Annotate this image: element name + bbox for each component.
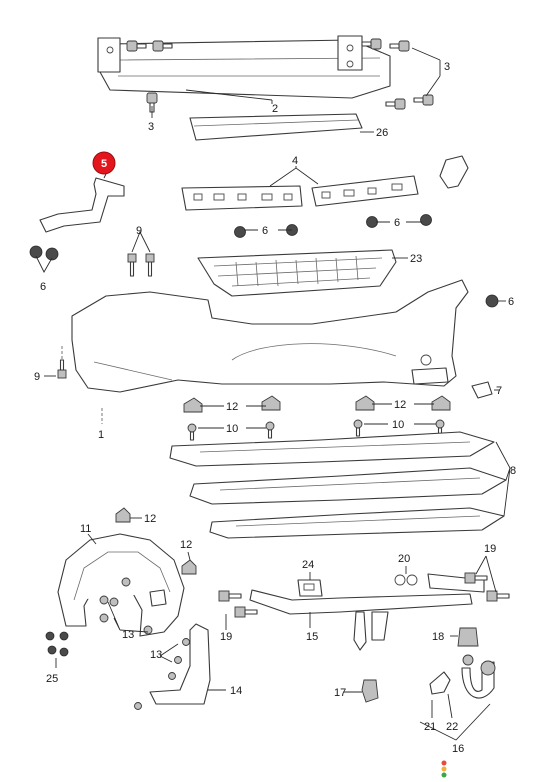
part-16-towball[interactable] bbox=[429, 654, 496, 699]
callout-7: 7 bbox=[496, 385, 502, 397]
part-23-plate[interactable] bbox=[197, 249, 397, 297]
callout-10-right: 10 bbox=[392, 419, 404, 431]
callout-19-left: 19 bbox=[220, 631, 232, 643]
part-2-impact-bar[interactable] bbox=[97, 35, 391, 99]
part-20-rings[interactable] bbox=[394, 574, 418, 586]
part-18-cap[interactable] bbox=[457, 627, 479, 647]
callout-13-liner: 13 bbox=[122, 629, 134, 641]
callout-15: 15 bbox=[306, 631, 318, 643]
callout-6-guide-right: 6 bbox=[394, 217, 400, 229]
part-1-bumper-cover[interactable] bbox=[71, 279, 469, 393]
bolt-group-3[interactable] bbox=[126, 38, 434, 113]
callout-12-left: 12 bbox=[226, 401, 238, 413]
callout-6-guide-left: 6 bbox=[262, 225, 268, 237]
status-light-green bbox=[441, 772, 447, 778]
fastener-group-25[interactable] bbox=[45, 631, 69, 657]
part-24-bracket[interactable] bbox=[297, 579, 323, 597]
part-7-cap[interactable] bbox=[471, 381, 493, 399]
callout-14: 14 bbox=[230, 685, 242, 697]
callout-22: 22 bbox=[446, 721, 458, 733]
callout-2: 2 bbox=[272, 103, 278, 115]
callout-4: 4 bbox=[292, 155, 298, 167]
part-8-trim-b[interactable] bbox=[189, 467, 507, 505]
callout-9-top: 9 bbox=[136, 225, 142, 237]
callout-21: 21 bbox=[424, 721, 436, 733]
callout-26: 26 bbox=[376, 127, 388, 139]
part-clip-top-right[interactable] bbox=[439, 155, 469, 189]
callout-19-right: 19 bbox=[484, 543, 496, 555]
stud-group-9[interactable] bbox=[57, 253, 155, 379]
part-4-guide-left[interactable] bbox=[181, 185, 303, 211]
highlight-badge-circle bbox=[92, 151, 116, 175]
callout-3-left: 3 bbox=[148, 121, 154, 133]
bolt-group-13-liner[interactable] bbox=[99, 577, 153, 635]
callout-1: 1 bbox=[98, 429, 104, 441]
callout-10-left: 10 bbox=[226, 423, 238, 435]
bolt-group-19[interactable] bbox=[218, 572, 510, 618]
callout-20: 20 bbox=[398, 553, 410, 565]
callout-labels: 1 2 3 3 4 6 6 6 6 7 8 9 9 10 10 11 12 12… bbox=[34, 61, 516, 755]
part-17-socket[interactable] bbox=[361, 679, 379, 703]
callout-3-top: 3 bbox=[444, 61, 450, 73]
callout-9-left: 9 bbox=[34, 371, 40, 383]
callout-8: 8 bbox=[510, 465, 516, 477]
callout-12-right: 12 bbox=[394, 399, 406, 411]
part-14-mudflap[interactable] bbox=[134, 623, 211, 710]
callout-6-right: 6 bbox=[508, 296, 514, 308]
part-4-guide-right[interactable] bbox=[311, 175, 419, 207]
leader-lines bbox=[35, 47, 511, 741]
part-26-absorber[interactable] bbox=[189, 113, 363, 141]
callout-18: 18 bbox=[432, 631, 444, 643]
status-lights bbox=[441, 760, 447, 778]
highlight-badge-5[interactable]: 5 bbox=[92, 151, 116, 175]
part-5-bracket[interactable] bbox=[39, 177, 125, 233]
callout-16: 16 bbox=[452, 743, 464, 755]
part-8-trim-a[interactable] bbox=[169, 431, 495, 467]
status-light-red bbox=[441, 760, 447, 766]
clip-group-12[interactable] bbox=[115, 395, 451, 575]
callout-12-liner: 12 bbox=[144, 513, 156, 525]
callout-25: 25 bbox=[46, 673, 58, 685]
nut-group-6[interactable] bbox=[29, 214, 499, 308]
callout-13-flap: 13 bbox=[150, 649, 162, 661]
part-8-trim-c[interactable] bbox=[209, 507, 505, 539]
callout-6-left: 6 bbox=[40, 281, 46, 293]
callout-5: 5 bbox=[101, 158, 107, 170]
status-light-amber bbox=[441, 766, 447, 772]
callout-17: 17 bbox=[334, 687, 346, 699]
callout-24: 24 bbox=[302, 559, 314, 571]
part-15-tow-crossmember[interactable] bbox=[249, 573, 485, 651]
callout-23: 23 bbox=[410, 253, 422, 265]
callout-11: 11 bbox=[80, 523, 91, 535]
callout-12-arch: 12 bbox=[180, 539, 192, 551]
part-11-wheel-arch-liner[interactable] bbox=[57, 533, 185, 637]
